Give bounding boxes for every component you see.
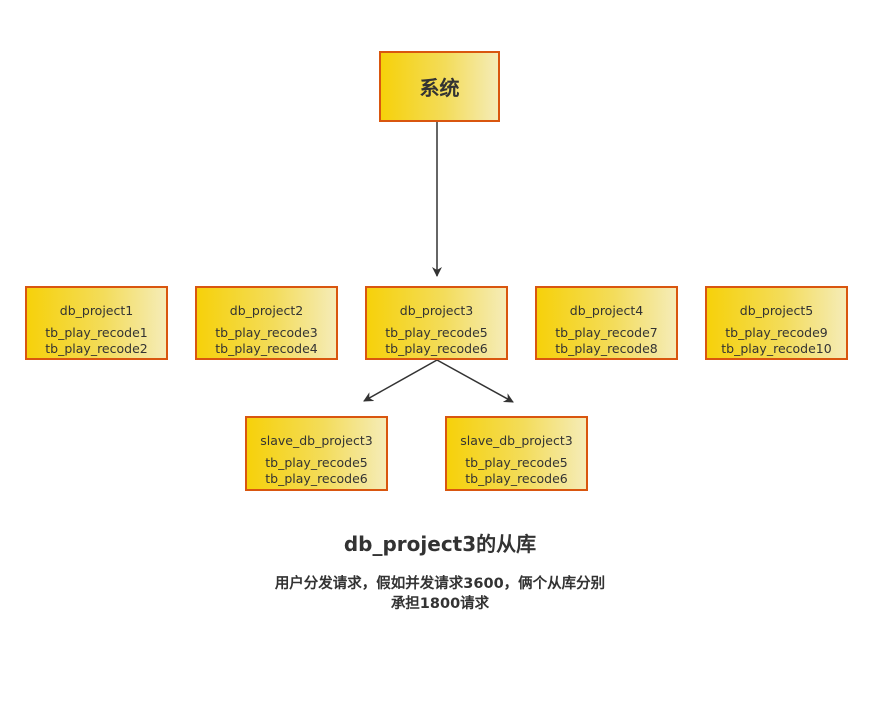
db-node-2: db_project2 tb_play_recode3 tb_play_reco… — [195, 286, 338, 360]
table-name: tb_play_recode1 — [45, 325, 148, 340]
table-name: tb_play_recode5 — [265, 455, 368, 470]
table-name: tb_play_recode10 — [721, 341, 832, 356]
db-name: db_project3 — [399, 303, 474, 318]
db-node-1: db_project1 tb_play_recode1 tb_play_reco… — [25, 286, 168, 360]
db-node-4: db_project4 tb_play_recode7 tb_play_reco… — [535, 286, 678, 360]
db-name: db_project5 — [739, 303, 814, 318]
table-name: tb_play_recode4 — [215, 341, 318, 356]
table-name: tb_play_recode7 — [555, 325, 658, 340]
table-name: tb_play_recode8 — [555, 341, 658, 356]
caption-title: db_project3的从库 — [343, 532, 537, 556]
table-name: tb_play_recode6 — [465, 471, 568, 486]
db-name: db_project4 — [569, 303, 644, 318]
caption-description: 用户分发请求，假如并发请求3600，俩个从库分别 承担1800请求 — [0, 574, 880, 614]
db-name: db_project2 — [229, 303, 304, 318]
table-name: tb_play_recode6 — [385, 341, 488, 356]
db-node-5: db_project5 tb_play_recode9 tb_play_reco… — [705, 286, 848, 360]
table-name: tb_play_recode2 — [45, 341, 148, 356]
slave-node-left: slave_db_project3 tb_play_recode5 tb_pla… — [245, 416, 388, 491]
slave-db-name: slave_db_project3 — [460, 433, 573, 448]
db-name: db_project1 — [59, 303, 134, 318]
caption-line-2: 承担1800请求 — [390, 596, 490, 612]
edge-db3-to-slave-right — [436, 359, 514, 403]
edge-db3-to-slave-left — [363, 359, 438, 402]
table-name: tb_play_recode6 — [265, 471, 368, 486]
slave-db-name: slave_db_project3 — [260, 433, 373, 448]
root-node-system: 系统 — [379, 51, 500, 122]
caption-line-1: 用户分发请求，假如并发请求3600，俩个从库分别 — [274, 576, 606, 592]
table-name: tb_play_recode3 — [215, 325, 318, 340]
table-name: tb_play_recode9 — [725, 325, 828, 340]
slave-node-right: slave_db_project3 tb_play_recode5 tb_pla… — [445, 416, 588, 491]
table-name: tb_play_recode5 — [465, 455, 568, 470]
root-node-label: 系统 — [419, 76, 460, 100]
db-node-3: db_project3 tb_play_recode5 tb_play_reco… — [365, 286, 508, 360]
table-name: tb_play_recode5 — [385, 325, 488, 340]
